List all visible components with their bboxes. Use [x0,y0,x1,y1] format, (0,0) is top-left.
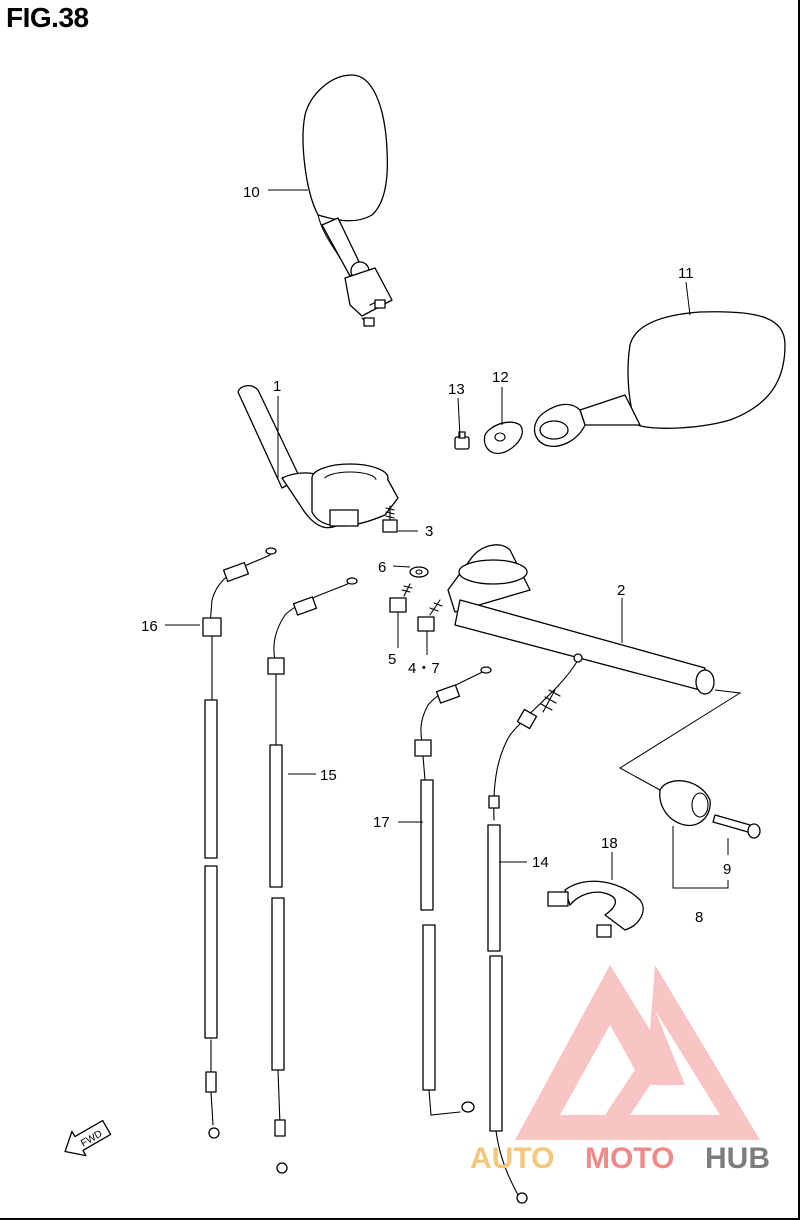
callout-18: 18 [601,835,618,852]
bolt-part-3 [382,505,398,533]
callout-11: 11 [678,265,694,282]
callout-labels: 10 1 3 6 5 4・7 13 12 11 2 16 15 17 14 18… [141,184,731,926]
bolt-part-5 [389,583,413,613]
watermark-logo [515,965,760,1140]
callout-13: 13 [448,381,465,398]
callout-4-7: 4・7 [408,660,440,677]
screw-part-13 [454,431,470,450]
callout-5: 5 [388,651,396,668]
callout-14: 14 [532,854,549,871]
watermark-moto: MOTO [585,1142,674,1175]
cable-part-17 [414,666,492,1116]
leader-lines [165,189,691,880]
right-handlebar-part-2 [447,544,742,791]
left-mirror-part-10 [302,74,393,327]
callout-15: 15 [320,767,337,784]
callout-2: 2 [617,582,625,599]
cable-part-16 [202,547,277,1139]
callout-9: 9 [723,861,731,878]
washer-part-6 [409,566,429,578]
figure-title: FIG.38 [6,2,89,33]
watermark-auto: AUTO [470,1142,554,1175]
frame-bottom-border [0,1218,800,1220]
watermark-hub: HUB [705,1142,770,1175]
cover-part-12 [483,421,523,454]
callout-10: 10 [243,184,260,201]
callout-17: 17 [373,814,390,831]
watermark-text: AUTO MOTO HUB [470,1142,770,1175]
callout-6: 6 [378,559,386,576]
cable-part-15 [267,577,358,1174]
screw-part-9 [712,814,761,839]
right-mirror-part-11 [533,311,786,447]
clamp-part-18 [547,880,644,938]
bolt-part-4-7 [417,599,443,632]
frame-right-border [798,0,800,1220]
fwd-direction-arrow: FWD [64,1119,112,1157]
callout-3: 3 [425,523,433,540]
callout-16: 16 [141,618,158,635]
callout-1: 1 [273,378,281,395]
callout-8: 8 [695,909,703,926]
cable-part-14 [487,653,583,1204]
callout-12: 12 [492,369,509,386]
bar-end-part-8 [659,780,711,827]
left-handlebar-part-1 [237,385,399,529]
